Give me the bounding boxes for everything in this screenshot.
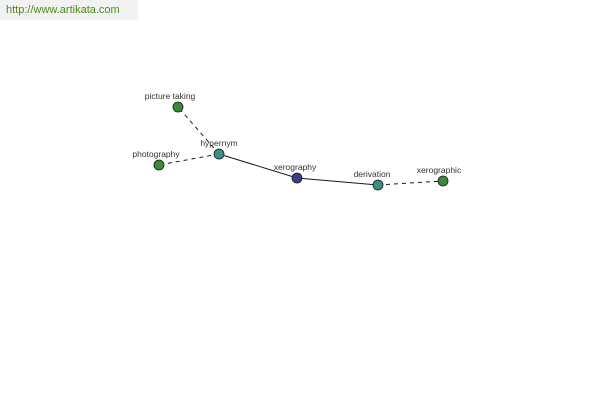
node-marker-hypernym[interactable]	[213, 148, 225, 160]
edge-hypernym-to-picture-taking	[177, 106, 220, 155]
node-picture-taking[interactable]: picture taking	[145, 91, 196, 113]
node-label-picture-taking: picture taking	[145, 91, 196, 101]
node-marker-xerography[interactable]	[291, 172, 303, 184]
node-marker-derivation[interactable]	[372, 179, 384, 191]
node-hypernym[interactable]: hypernym	[200, 138, 238, 160]
node-marker-photography[interactable]	[153, 159, 165, 171]
node-derivation[interactable]: derivation	[354, 169, 391, 191]
node-xerography[interactable]: xerography	[274, 162, 317, 184]
site-url-banner[interactable]: http://www.artikata.com	[0, 0, 138, 20]
nodes-layer: xerography hypernym derivation picture taki…	[132, 91, 462, 191]
node-marker-picture-taking[interactable]	[172, 101, 184, 113]
node-marker-xerographic[interactable]	[437, 175, 449, 187]
edge-xerography-to-hypernym	[218, 153, 298, 179]
node-label-derivation: derivation	[354, 169, 391, 179]
edge-hypernym-to-photography	[158, 153, 220, 166]
node-xerographic[interactable]: xerographic	[417, 165, 462, 187]
edges-layer	[158, 106, 444, 186]
node-photography[interactable]: photography	[132, 149, 180, 171]
node-label-xerography: xerography	[274, 162, 317, 172]
edge-derivation-to-xerographic	[377, 180, 444, 186]
edge-xerography-to-derivation	[296, 177, 379, 186]
node-label-xerographic: xerographic	[417, 165, 462, 175]
node-label-photography: photography	[132, 149, 180, 159]
node-label-hypernym: hypernym	[200, 138, 237, 148]
